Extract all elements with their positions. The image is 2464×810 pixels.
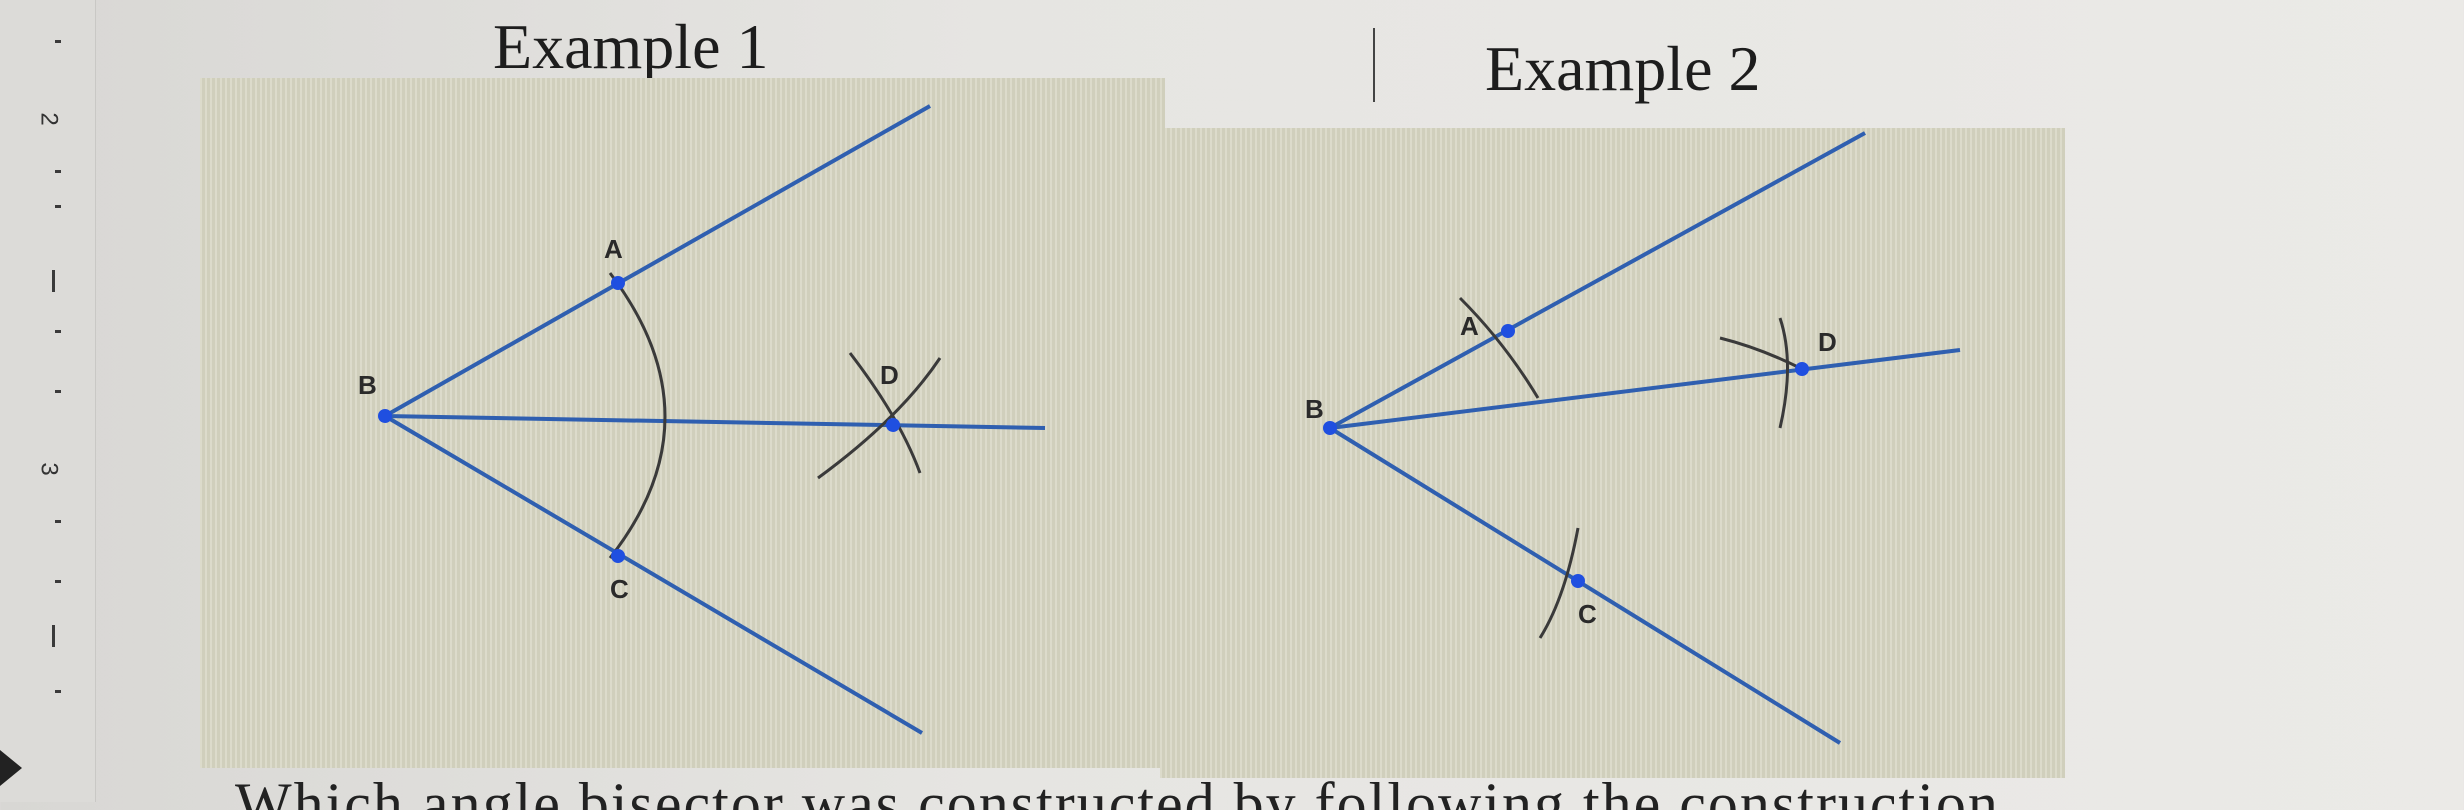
text-cursor	[1373, 28, 1375, 102]
point-d	[1795, 362, 1809, 376]
cursor-marker-icon	[0, 750, 22, 786]
label-d: D	[880, 360, 899, 390]
bisector-bd	[384, 414, 1046, 430]
vertical-ruler: 2 3	[0, 0, 96, 802]
arc-a	[1458, 296, 1540, 399]
label-c: C	[1578, 599, 1597, 629]
arc-d-2	[848, 352, 922, 474]
example-2-diagram: B A C D	[1160, 128, 2065, 778]
point-c	[611, 549, 625, 563]
ruler-tick	[55, 690, 61, 693]
point-b	[1323, 421, 1337, 435]
ruler-tick	[55, 390, 61, 393]
point-c	[1571, 574, 1585, 588]
arc-c	[1538, 527, 1580, 639]
ruler-number: 3	[35, 462, 63, 476]
ruler-tick	[55, 580, 61, 583]
label-b: B	[1305, 394, 1324, 424]
ray-ba	[384, 104, 931, 418]
example-1-diagram: B A C D	[200, 78, 1165, 768]
ruler-tick	[55, 170, 61, 173]
label-a: A	[1460, 311, 1479, 341]
point-d	[886, 418, 900, 432]
point-b	[378, 409, 392, 423]
ruler-tick	[52, 270, 55, 292]
ruler-tick	[55, 330, 61, 333]
arc-d-1	[1719, 336, 1801, 370]
point-a	[611, 276, 625, 290]
ruler-tick	[55, 205, 61, 208]
arc-d-1	[817, 357, 942, 480]
example-2-title: Example 2	[1485, 33, 1761, 104]
ruler-tick	[55, 520, 61, 523]
label-b: B	[358, 370, 377, 400]
ruler-number: 2	[35, 112, 63, 126]
label-a: A	[604, 234, 623, 264]
bisector-bd	[1329, 348, 1961, 430]
ray-bc	[383, 414, 924, 735]
ray-bc	[1328, 426, 1842, 745]
example-1-title: Example 1	[493, 11, 769, 82]
ruler-tick	[55, 40, 61, 43]
label-c: C	[610, 574, 629, 604]
arc-d-2	[1778, 317, 1789, 429]
ruler-tick	[52, 625, 55, 647]
label-d: D	[1818, 327, 1837, 357]
point-a	[1501, 324, 1515, 338]
arc-ac	[608, 272, 667, 559]
question-text: Which angle bisector was constructed by …	[235, 771, 2000, 810]
ray-ba	[1329, 131, 1866, 430]
